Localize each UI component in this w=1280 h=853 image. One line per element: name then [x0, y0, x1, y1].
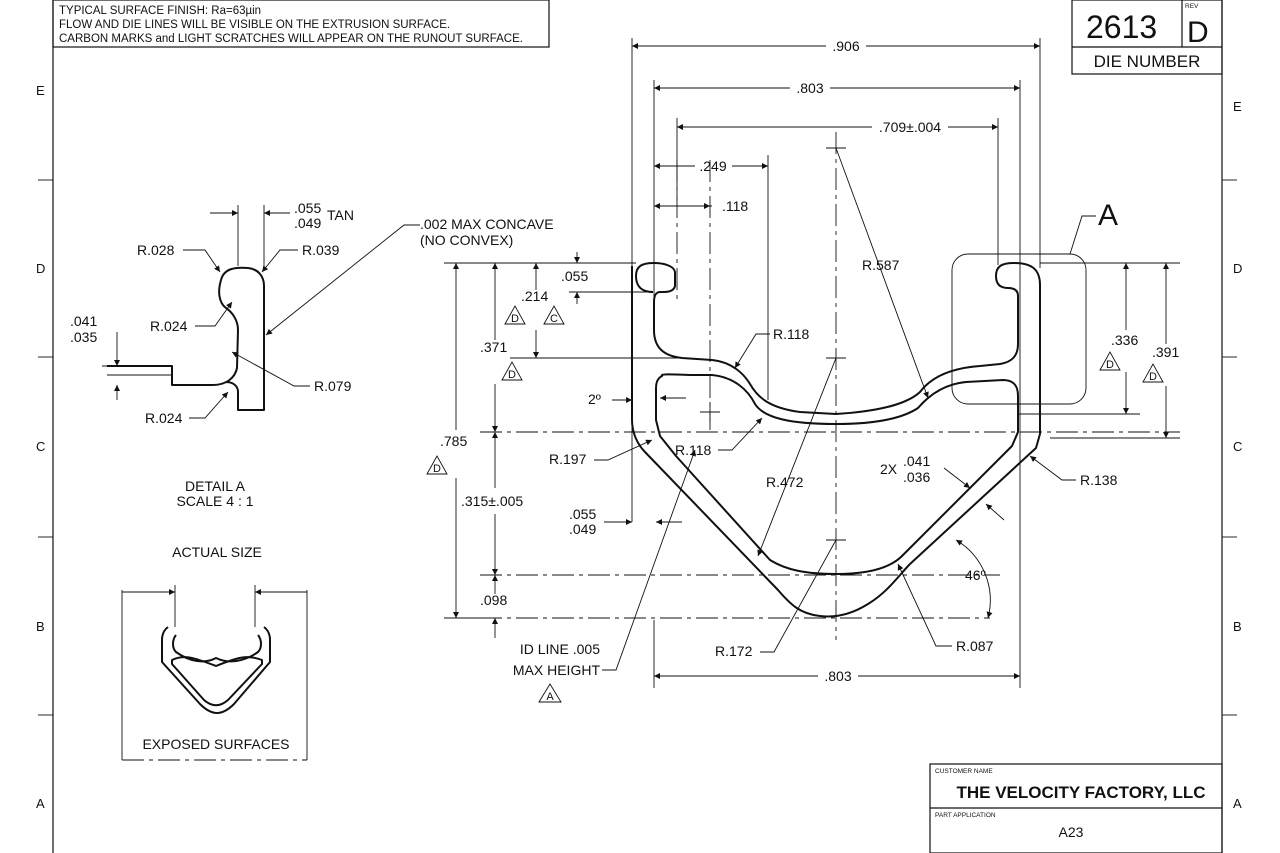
dim-803-top: .803 [796, 80, 823, 96]
id-line-note: MAX HEIGHT [513, 662, 601, 678]
zone-labels-right: E D C B A [1233, 99, 1242, 811]
zone-label: E [36, 83, 45, 98]
radius-label: R.197 [549, 451, 587, 467]
dim-906: .906 [832, 38, 859, 54]
radius-label: R.028 [137, 242, 175, 258]
tan-label: TAN [327, 207, 354, 223]
tan-bottom-value: .049 [294, 215, 321, 231]
zone-label: E [1233, 99, 1242, 114]
radius-label: R.138 [1080, 472, 1118, 488]
detail-a-view: .055 .049 TAN R.028 R.039 R.024 R.079 R.… [70, 200, 554, 509]
dim-391: .391 [1152, 344, 1179, 360]
dim-785: .785 [440, 433, 467, 449]
zone-labels-left: E D C B A [36, 83, 45, 811]
radius-label: R.118 [773, 326, 810, 342]
thickness-min: .035 [70, 329, 97, 345]
radius-label: R.039 [302, 242, 340, 258]
dim-315: .315±.005 [461, 493, 523, 509]
rev-label: REV [1185, 3, 1199, 10]
radius-label: R.024 [145, 410, 183, 426]
detail-title: DETAIL A [185, 478, 246, 494]
zone-label: B [1233, 619, 1242, 634]
actual-size-view: ACTUAL SIZE EXPOSED SURFACES [121, 544, 308, 761]
datum-d-label: D [1106, 359, 1114, 371]
sheet-border [38, 0, 1237, 853]
zone-label: A [36, 796, 45, 811]
note-line: FLOW AND DIE LINES WILL BE VISIBLE ON TH… [59, 19, 450, 31]
dim-336: .336 [1111, 332, 1138, 348]
datum-d-label: D [433, 463, 441, 475]
concave-note: .002 MAX CONCAVE [420, 216, 554, 232]
dim-709: .709±.004 [879, 119, 941, 135]
zone-label: C [36, 439, 45, 454]
zone-label: C [1233, 439, 1242, 454]
die-number-label: DIE NUMBER [1094, 52, 1201, 71]
die-number-box: 2613 REV D DIE NUMBER [1071, 0, 1223, 75]
radius-label: R.024 [150, 318, 188, 334]
radius-label: R.087 [956, 638, 994, 654]
dim-036: .036 [903, 469, 930, 485]
dim-46deg: 46º [965, 567, 986, 583]
dim-249: .249 [699, 158, 726, 174]
dim-041: .041 [903, 453, 930, 469]
radius-label: R.079 [314, 378, 352, 394]
actual-size-title: ACTUAL SIZE [172, 544, 262, 560]
dim-055-wall: .055 [569, 506, 596, 522]
datum-d-label: D [1149, 371, 1157, 383]
zone-label: D [36, 261, 45, 276]
part-application: A23 [1059, 824, 1084, 840]
dim-803-bottom: .803 [824, 668, 851, 684]
radius-label: R.587 [862, 257, 900, 273]
dim-2deg: 2º [588, 391, 601, 407]
notes-block: TYPICAL SURFACE FINISH: Ra=63µin FLOW AN… [52, 0, 550, 48]
dim-2x: 2X [880, 461, 898, 477]
datum-d-label: D [511, 313, 519, 325]
dim-214: .214 [521, 288, 548, 304]
radius-label: R.472 [766, 474, 804, 490]
customer-name: THE VELOCITY FACTORY, LLC [956, 783, 1205, 802]
customer-label: CUSTOMER NAME [935, 768, 993, 775]
note-line: TYPICAL SURFACE FINISH: Ra=63µin [59, 5, 261, 17]
part-label: PART APPLICATION [935, 812, 996, 819]
exposed-surfaces-label: EXPOSED SURFACES [142, 736, 289, 752]
main-section-view: .906 .803 .709±.004 .249 .118 A .055 .21… [426, 38, 1180, 703]
datum-a-label: A [546, 691, 554, 703]
die-number: 2613 [1086, 9, 1157, 45]
zone-label: B [36, 619, 45, 634]
dim-049-wall: .049 [569, 521, 596, 537]
datum-c-label: C [550, 313, 558, 325]
radius-label: R.172 [715, 643, 753, 659]
note-line: CARBON MARKS and LIGHT SCRATCHES WILL AP… [59, 33, 523, 45]
id-line-note: ID LINE .005 [520, 641, 600, 657]
dim-371: .371 [480, 339, 507, 355]
thickness-max: .041 [70, 313, 97, 329]
concave-note: (NO CONVEX) [420, 232, 513, 248]
detail-scale: SCALE 4 : 1 [176, 493, 253, 509]
title-block: CUSTOMER NAME THE VELOCITY FACTORY, LLC … [929, 763, 1223, 853]
datum-d-label: D [508, 369, 516, 381]
dim-118: .118 [722, 198, 748, 214]
rev-letter: D [1187, 16, 1209, 49]
zone-label: A [1233, 796, 1242, 811]
dim-055: .055 [561, 268, 588, 284]
dim-098: .098 [480, 592, 507, 608]
detail-callout-letter: A [1098, 199, 1118, 232]
tan-top-value: .055 [294, 200, 321, 216]
zone-label: D [1233, 261, 1242, 276]
